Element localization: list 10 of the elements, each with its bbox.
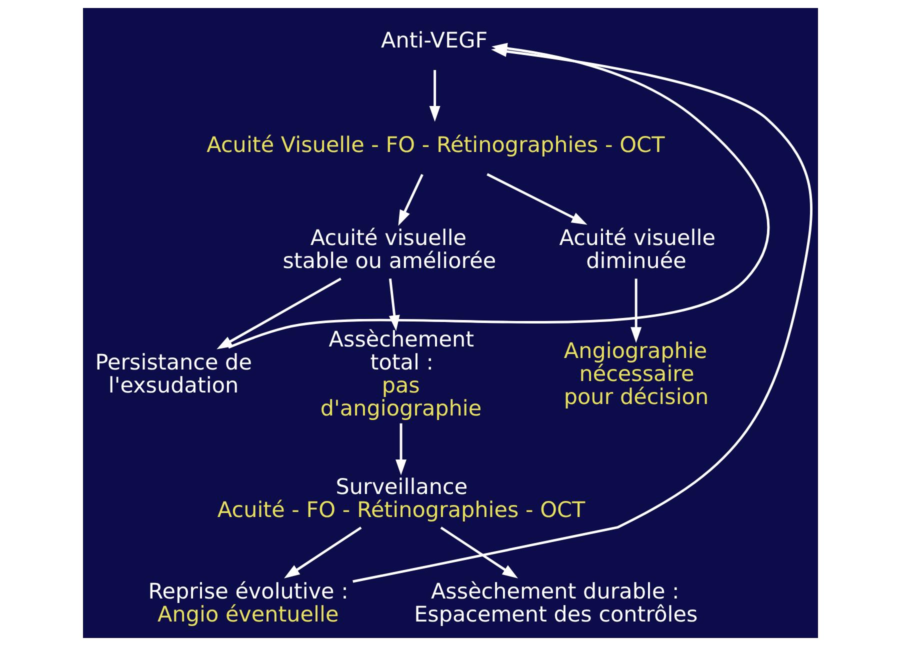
node-text: Acuité Visuelle - FO - Rétinographies - OCT bbox=[206, 133, 665, 158]
node-text: Acuité visuelle diminuée bbox=[559, 226, 716, 274]
node-text: Anti-VEGF bbox=[381, 28, 488, 54]
node-text: Reprise évolutive : Angio éventuelle bbox=[148, 579, 348, 628]
node-text: Acuité visuelle stable ou améliorée bbox=[282, 226, 496, 274]
node-text: Assèchement total : pas d'angiographie bbox=[320, 327, 482, 422]
node-text: Persistance de l'exsudation bbox=[95, 350, 252, 398]
node-text: Assèchement durable : Espacement des contrôles bbox=[414, 579, 698, 628]
node-text: Surveillance Acuité - FO - Rétinographies - OCT bbox=[217, 474, 586, 523]
node-text: Angiographie nécessaire pour décision bbox=[564, 338, 709, 410]
